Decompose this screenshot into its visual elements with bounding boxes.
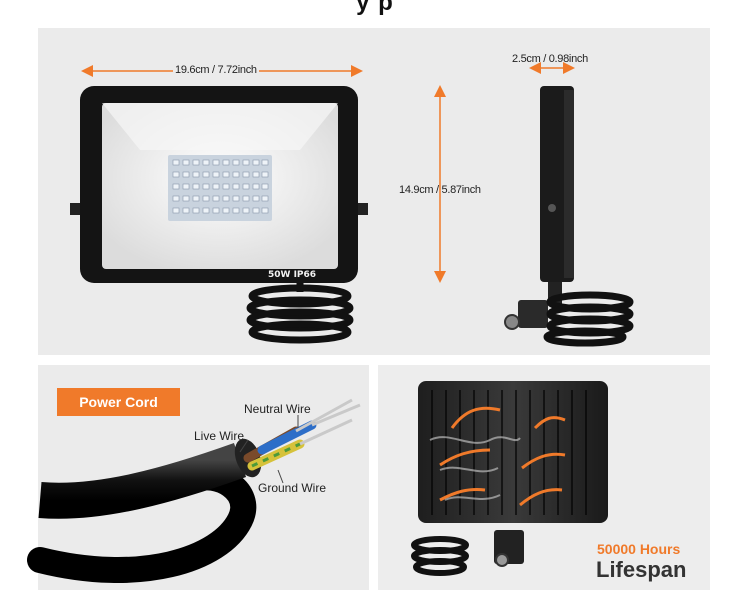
heat-flow-arrows bbox=[439, 406, 566, 507]
ground-wire-label: Ground Wire bbox=[258, 481, 327, 495]
led-grid bbox=[172, 159, 269, 214]
lifespan-title: Lifespan bbox=[596, 557, 687, 582]
power-cord-badge: Power Cord bbox=[57, 388, 180, 416]
depth-label: 2.5cm / 0.98inch bbox=[512, 53, 588, 65]
floodlight-side bbox=[504, 86, 634, 347]
power-cord-illustration bbox=[27, 398, 361, 583]
wattage-rating-label: 50W IP66 bbox=[268, 270, 317, 280]
width-label: 19.6cm / 7.72inch bbox=[173, 64, 259, 76]
coiled-cable-front bbox=[246, 283, 354, 344]
heatsink-illustration bbox=[411, 381, 608, 576]
height-label: 14.9cm / 5.87inch bbox=[399, 184, 481, 196]
live-wire-label: Live Wire bbox=[194, 429, 245, 443]
page-title-partial: y p bbox=[356, 0, 394, 16]
lifespan-hours: 50000 Hours bbox=[597, 541, 681, 557]
floodlight-front bbox=[70, 86, 368, 283]
neutral-wire-label: Neutral Wire bbox=[244, 402, 311, 416]
